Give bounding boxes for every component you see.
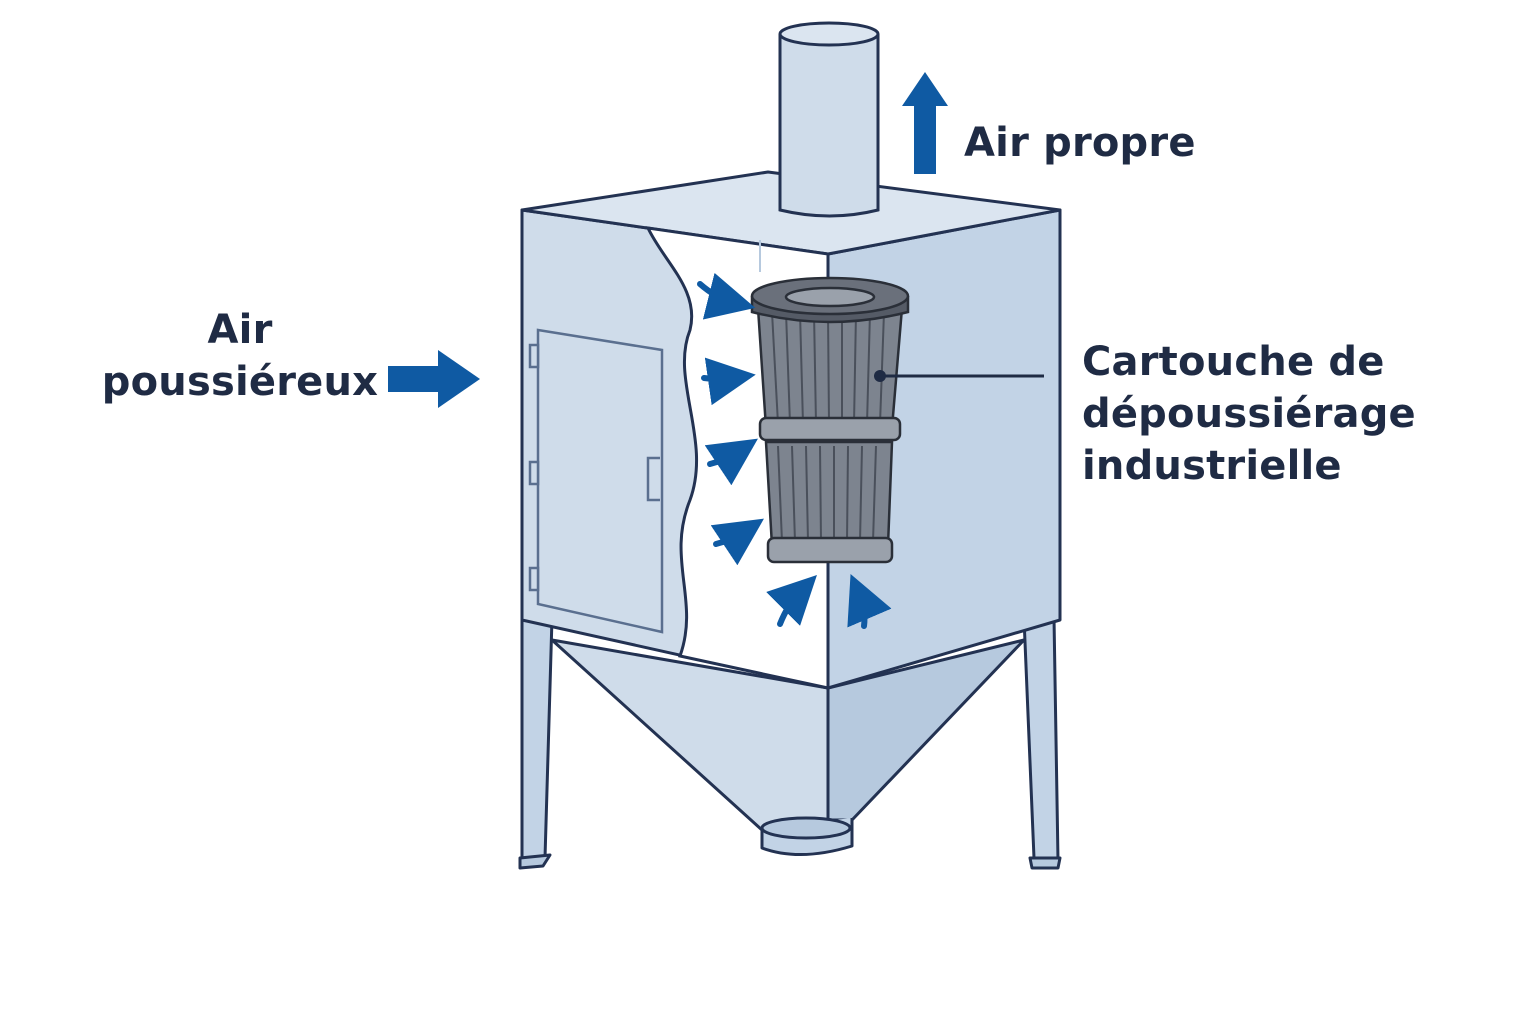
door-hinge-top — [528, 343, 540, 369]
cartridge-middle-band — [758, 416, 902, 442]
flow-arrow-3 — [704, 438, 758, 486]
inlet-arrow — [388, 350, 480, 408]
flow-arrow-5 — [766, 575, 817, 627]
hopper-outlet-rim — [760, 816, 852, 840]
outlet-arrow — [902, 72, 948, 174]
cartridge-pleats — [771, 311, 885, 543]
flow-arrow-2 — [701, 357, 756, 406]
support-legs — [518, 616, 1062, 870]
clean-air-label: Air propre — [964, 120, 1196, 166]
flow-arrow-6 — [847, 573, 892, 629]
leg-left — [520, 616, 554, 862]
foot-right — [1028, 856, 1062, 870]
dusty-air-label: Air poussiéreux — [101, 307, 379, 405]
internal-airflow-arrows — [697, 272, 892, 629]
door-hinge-bottom — [528, 566, 540, 592]
access-door — [528, 328, 664, 634]
door-panel — [536, 328, 664, 634]
flow-arrow-1 — [697, 272, 756, 320]
outlet-stack — [778, 21, 880, 218]
leg-right — [1022, 616, 1060, 862]
filter-cartridge — [750, 276, 910, 564]
cartridge-label: Cartouche de dépoussiérage industrielle — [1082, 339, 1416, 489]
door-handle — [646, 456, 660, 502]
stack-top-rim — [778, 21, 880, 47]
hopper — [550, 638, 1026, 856]
flow-arrow-4 — [710, 518, 764, 566]
door-hinge-mid — [528, 460, 540, 486]
cartridge-top-opening — [784, 286, 876, 308]
cartridge-bottom-cap — [766, 536, 894, 564]
foot-left — [518, 853, 552, 870]
stack-body — [778, 34, 880, 218]
